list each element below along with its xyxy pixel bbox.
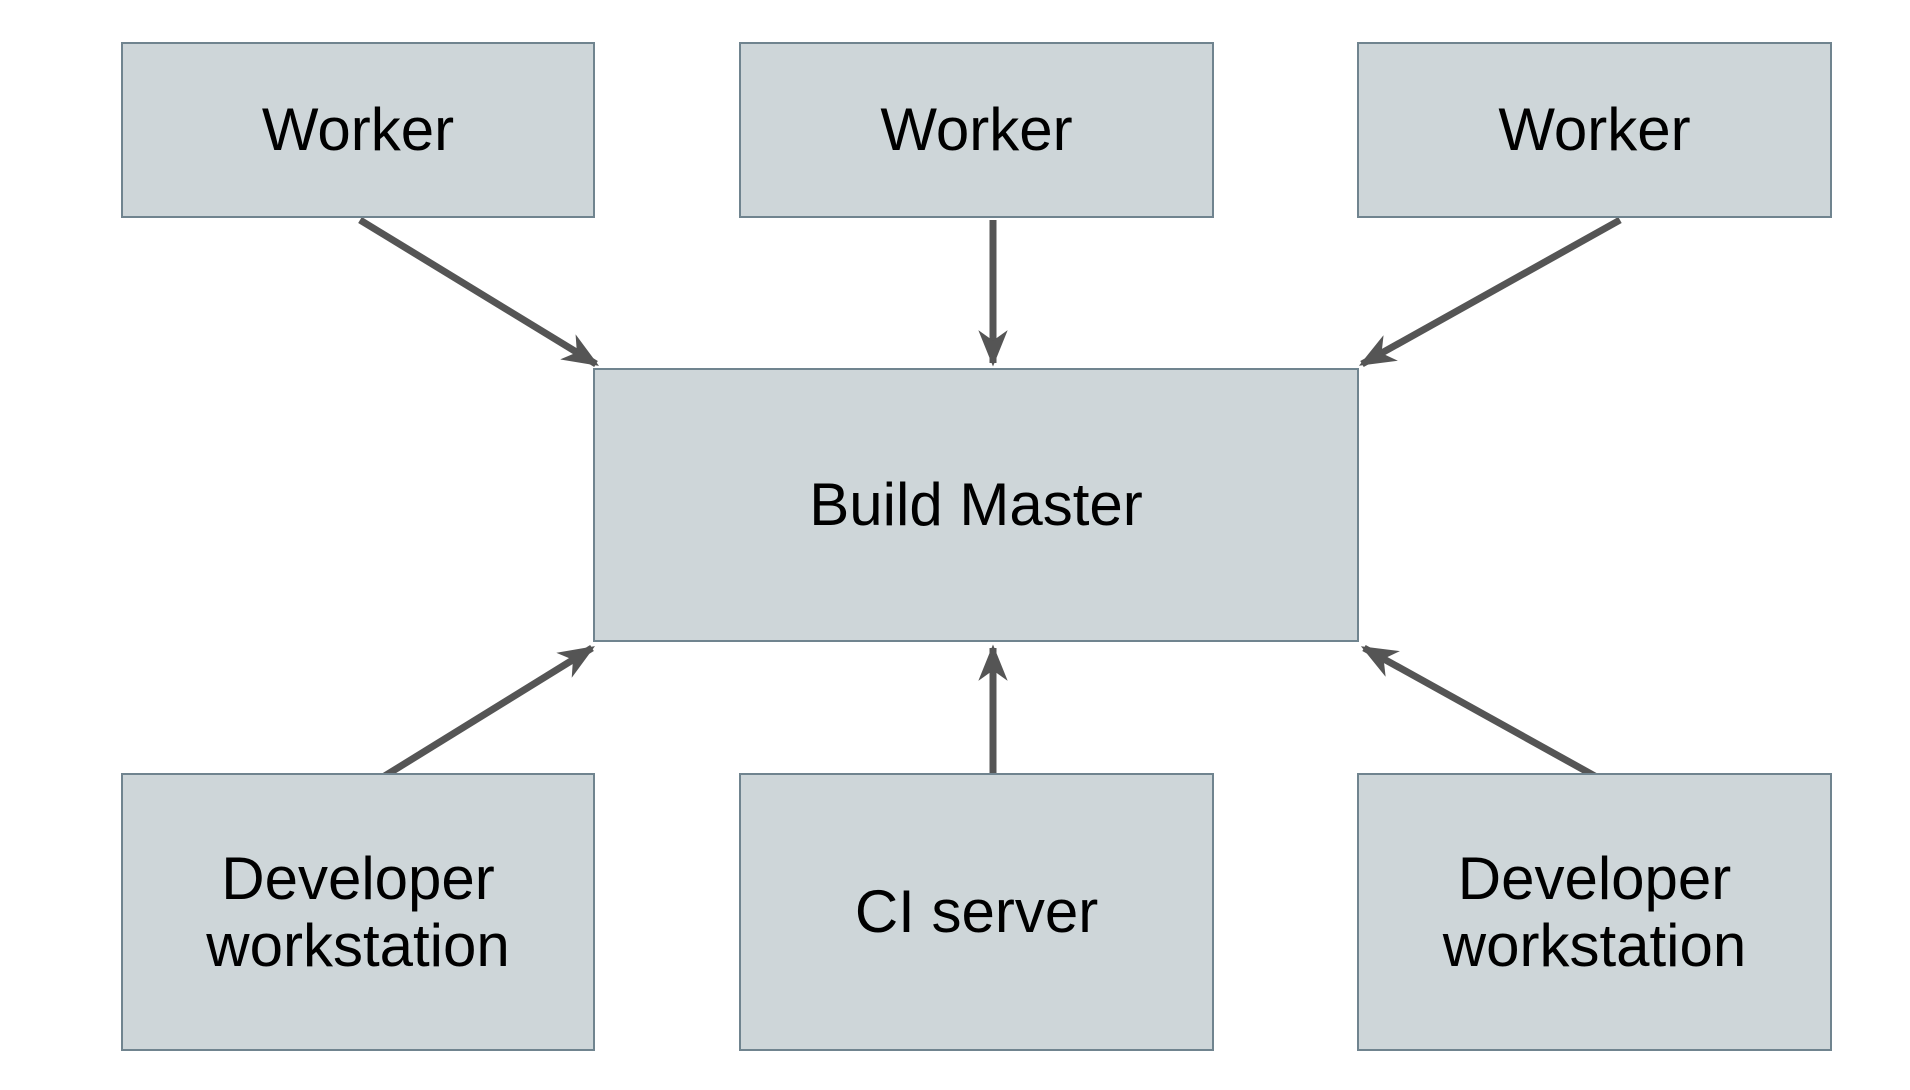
edge-worker-1-to-master: [358, 217, 599, 367]
edge-dev-left-to-master: [360, 645, 595, 793]
edge-worker-3-to-master: [1358, 216, 1622, 368]
node-ci-server[interactable]: CI server: [739, 773, 1214, 1051]
node-worker-3-label: Worker: [1498, 96, 1691, 164]
node-worker-1[interactable]: Worker: [121, 42, 595, 218]
node-build-master-label: Build Master: [809, 471, 1143, 539]
node-worker-2-label: Worker: [880, 96, 1073, 164]
node-developer-workstation-left-label: Developer workstation: [206, 844, 510, 979]
node-developer-workstation-right[interactable]: Developer workstation: [1357, 773, 1832, 1051]
node-worker-3[interactable]: Worker: [1357, 42, 1832, 218]
node-ci-server-label: CI server: [854, 878, 1099, 946]
node-developer-workstation-left[interactable]: Developer workstation: [121, 773, 595, 1051]
node-developer-workstation-right-label: Developer workstation: [1442, 844, 1747, 979]
node-worker-2[interactable]: Worker: [739, 42, 1214, 218]
node-worker-1-label: Worker: [261, 96, 455, 164]
edge-dev-right-to-master: [1360, 644, 1622, 794]
node-build-master[interactable]: Build Master: [593, 368, 1359, 642]
